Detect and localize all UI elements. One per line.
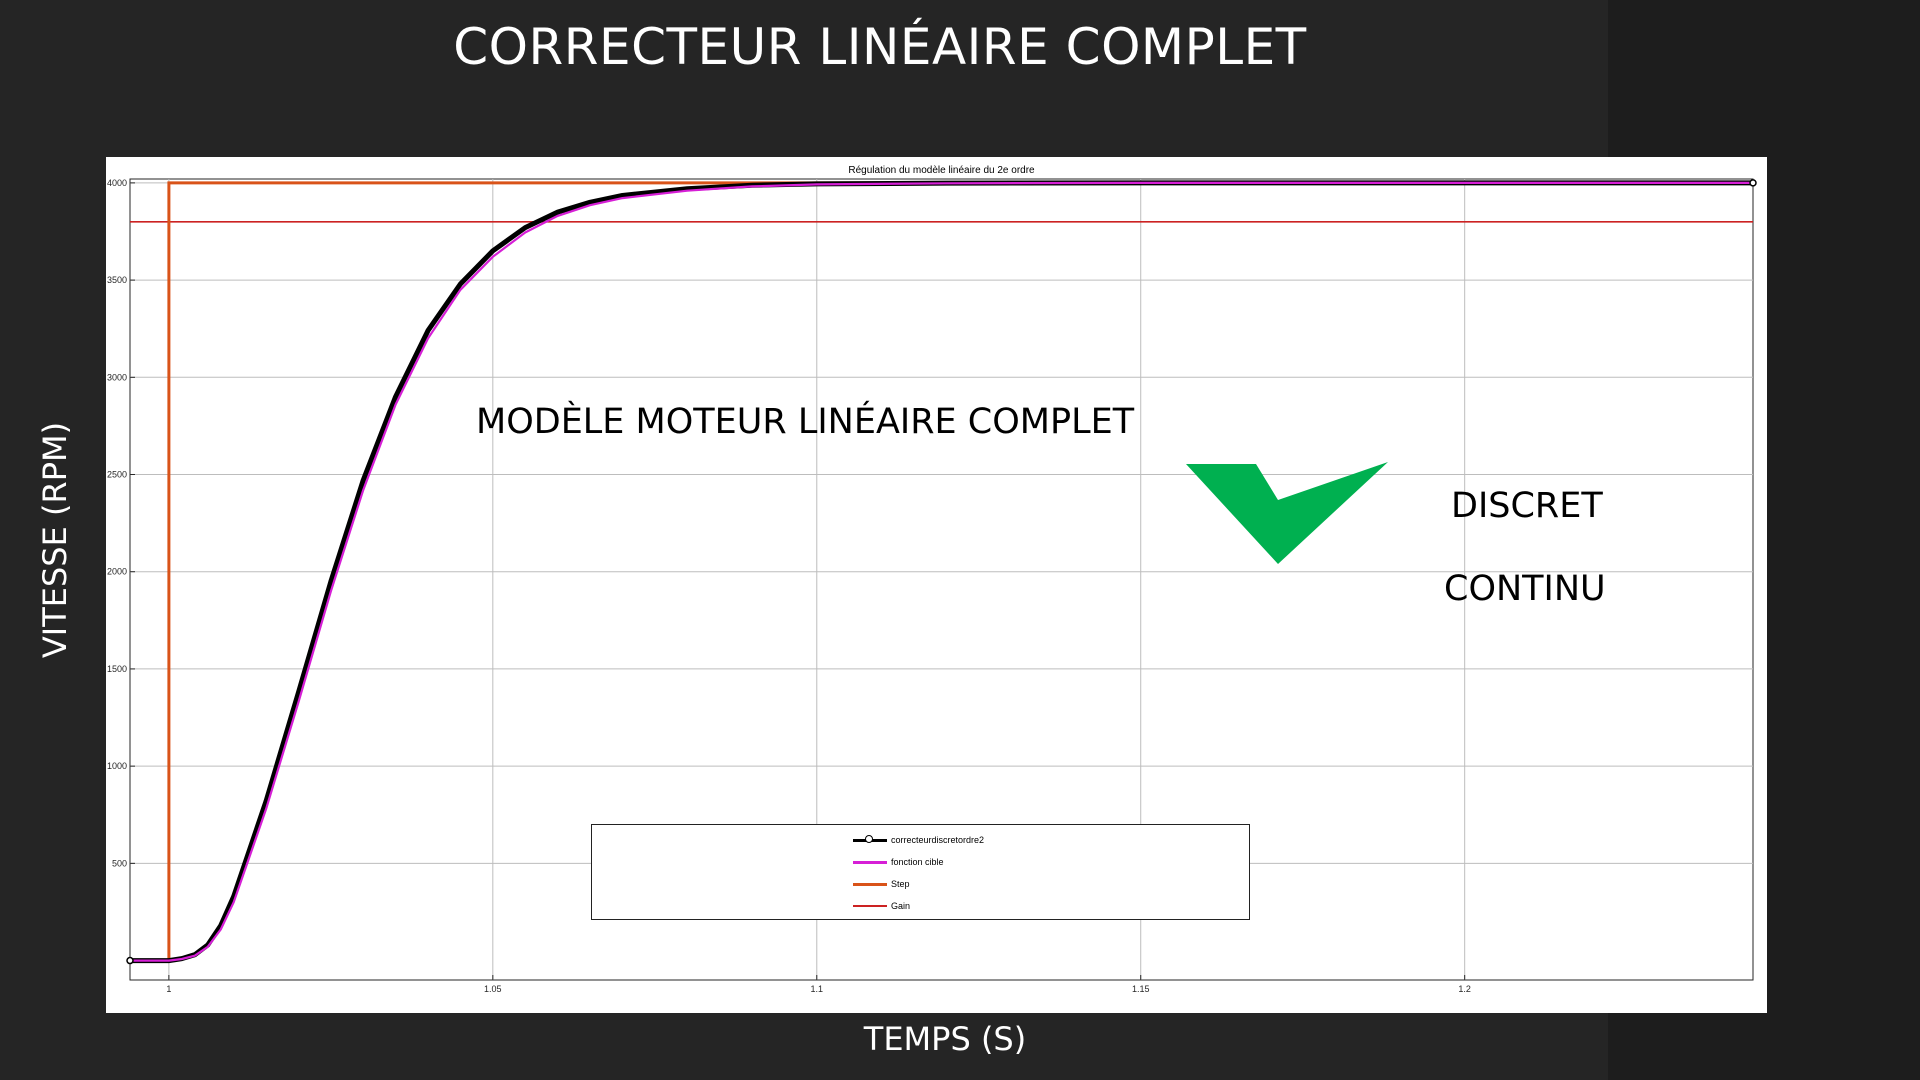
legend-label-2: Step [891, 879, 910, 889]
series-fonction-cible-line [130, 181, 1753, 962]
legend-label-1: fonction cible [891, 857, 944, 867]
y-tick-label: 1000 [107, 761, 127, 771]
legend-swatch-1 [853, 860, 887, 864]
legend-item-0: correcteurdiscretordre2 [853, 833, 984, 847]
x-tick-label: 1.15 [1132, 984, 1150, 994]
y-tick-label: 3500 [107, 275, 127, 285]
checkmark-icon [1186, 462, 1388, 564]
y-tick-label: 2000 [107, 567, 127, 577]
model-label: MODÈLE MOTEUR LINÉAIRE COMPLET [476, 402, 1135, 442]
legend-label-3: Gain [891, 901, 911, 911]
chart-panel: 1 1.05 1.1 1.15 1.2 500 1000 1500 2000 2500 3000 35… [106, 157, 1767, 1013]
legend-label-0: correcteurdiscretordre2 [891, 835, 985, 845]
legend-swatch-2 [853, 882, 887, 886]
y-tick-label: 1500 [107, 664, 127, 674]
chart-title: Régulation du modèle linéaire du 2e ordr… [848, 165, 1035, 176]
y-tick-label: 2500 [107, 470, 127, 480]
circle-marker-icon [865, 834, 873, 843]
legend-swatch-0 [853, 834, 887, 843]
legend-item-3: Gain [853, 899, 910, 913]
y-tick-label: 500 [112, 858, 127, 868]
discret-label: DISCRET [1451, 486, 1603, 526]
legend-item-1: fonction cible [853, 855, 944, 869]
y-tick-label: 4000 [107, 178, 127, 188]
y-axis-title: VITESSE (RPM) [36, 421, 74, 659]
x-tick-label: 1 [166, 984, 171, 994]
legend-swatch-3 [853, 905, 887, 907]
series-correcteurdiscretordre2-marker [1749, 179, 1757, 187]
legend: correcteurdiscretordre2 fonction cible S… [591, 824, 1250, 920]
continu-label: CONTINU [1444, 569, 1606, 609]
x-tick-label: 1.1 [811, 984, 824, 994]
series-correcteurdiscretordre2-marker [126, 956, 134, 965]
legend-item-2: Step [853, 877, 910, 891]
x-tick-label: 1.05 [484, 984, 502, 994]
x-axis-title: TEMPS (S) [863, 1020, 1027, 1058]
x-tick-label: 1.2 [1458, 984, 1471, 994]
slide-title: CORRECTEUR LINÉAIRE COMPLET [453, 18, 1307, 76]
y-tick-label: 3000 [107, 372, 127, 382]
